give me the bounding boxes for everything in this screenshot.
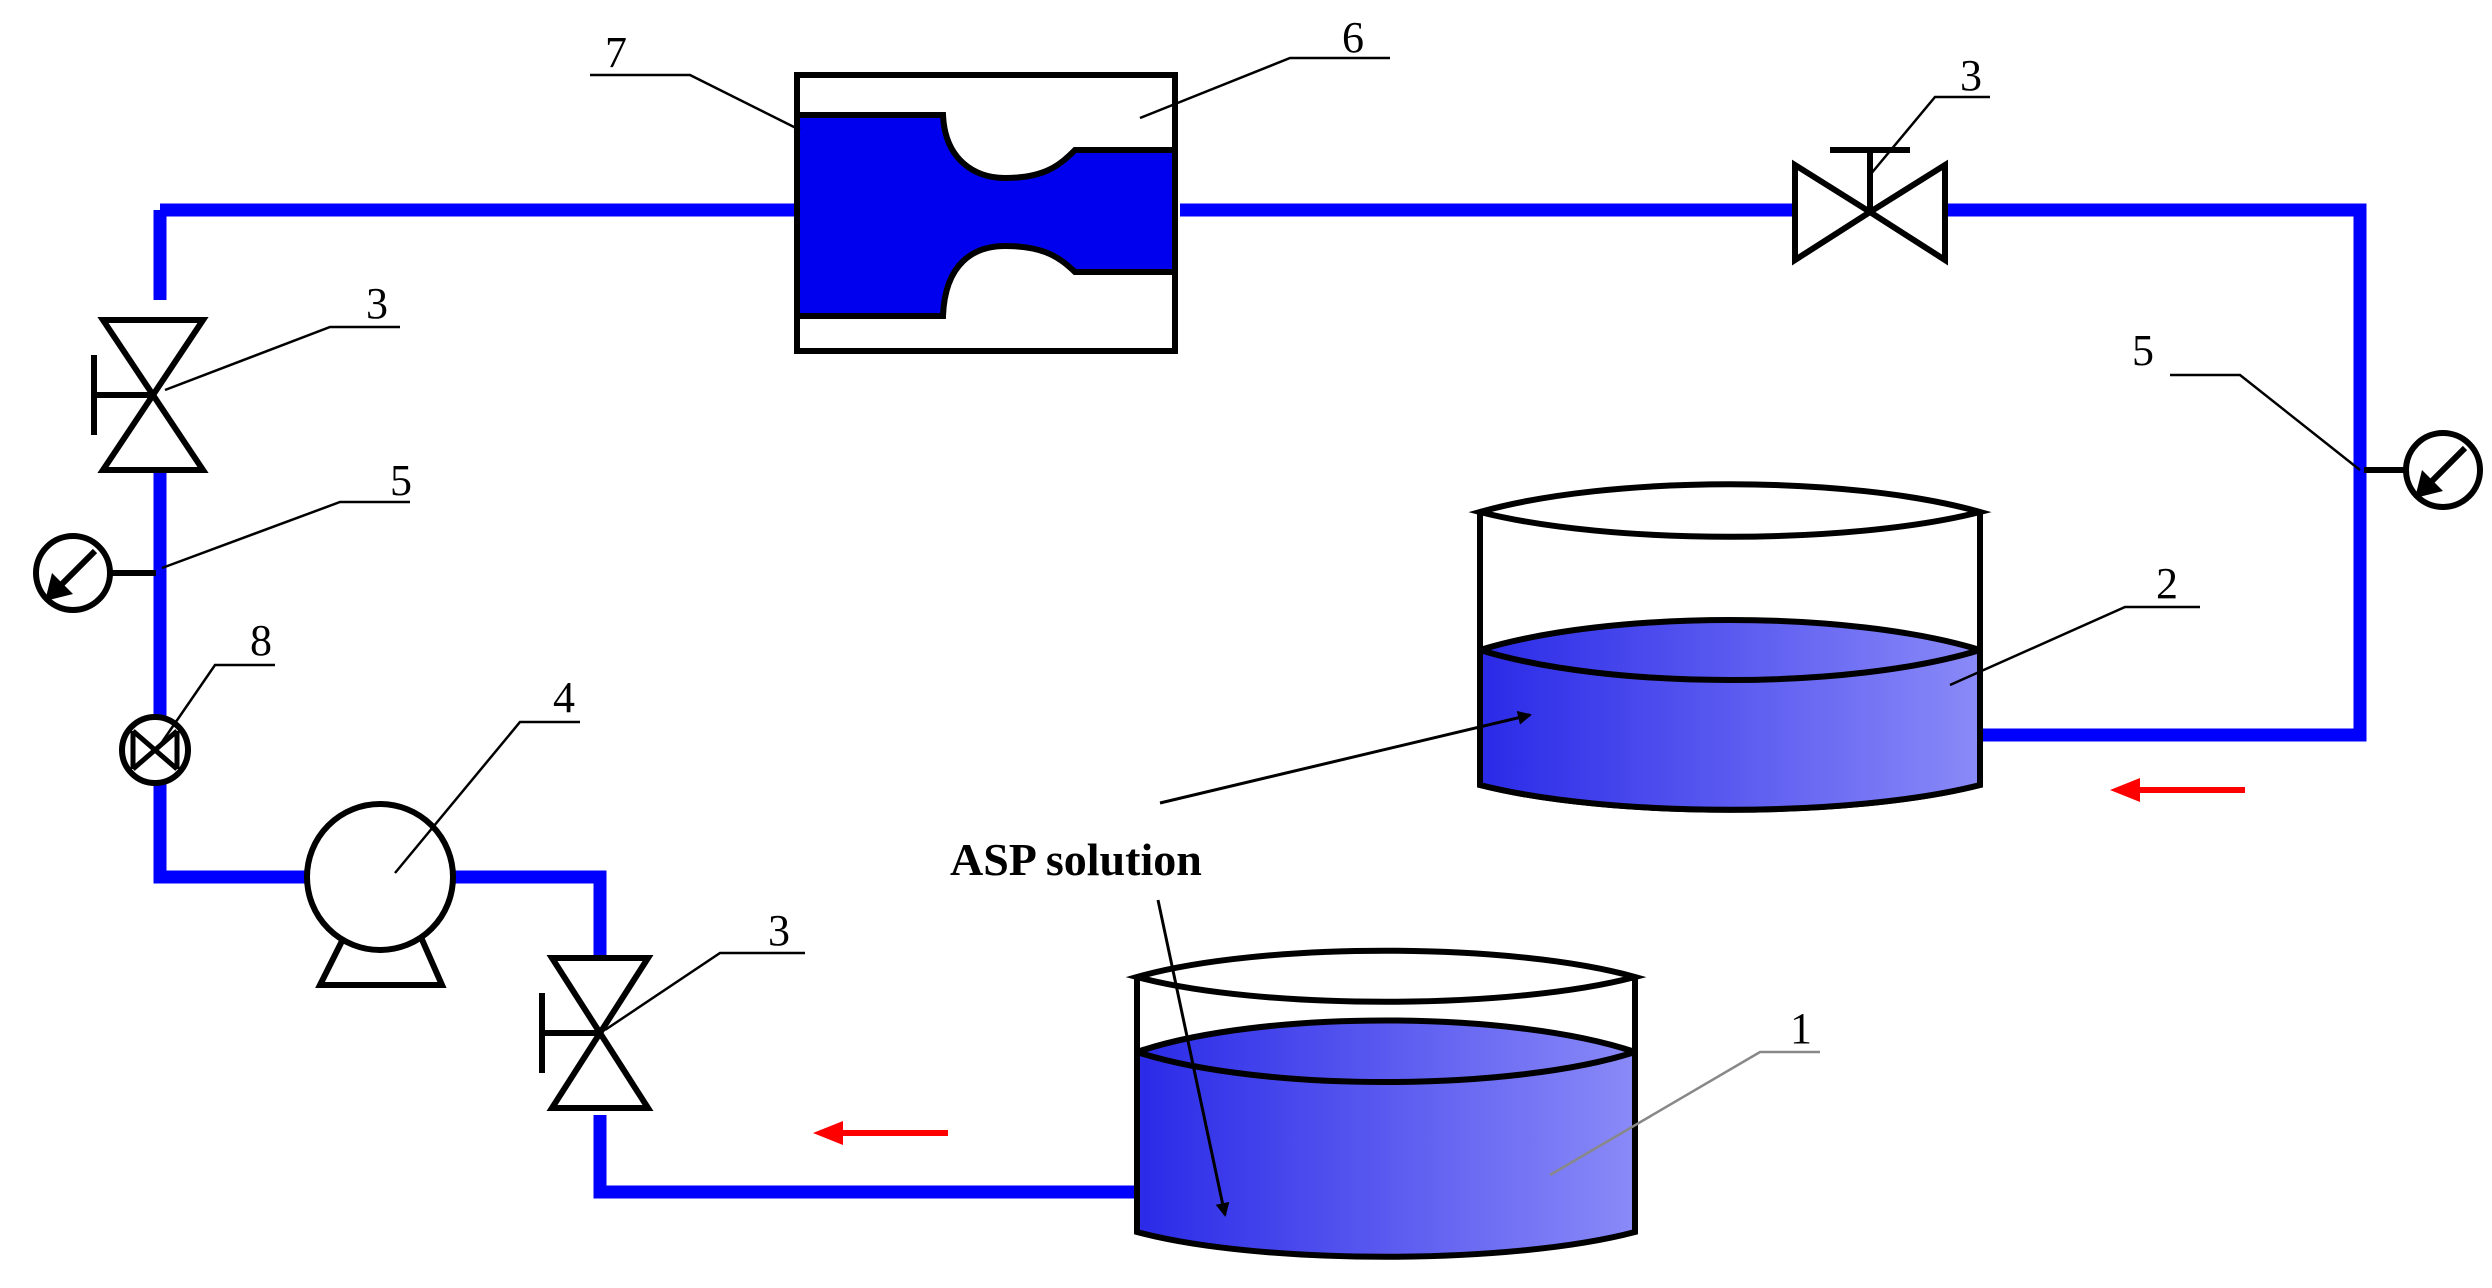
core-holder — [794, 72, 1178, 354]
label-asp-solution: ASP solution — [950, 834, 1202, 885]
pipe-top-left — [153, 203, 800, 300]
tank-upper-solution — [1480, 620, 1980, 810]
pipe-right — [1940, 203, 2367, 742]
label-pump: 4 — [553, 673, 575, 722]
asp-pointer-lines — [1156, 710, 1532, 1217]
tank-lower — [1125, 947, 1647, 1260]
tank-lower-solution — [1137, 1020, 1635, 1257]
centrifugal-pump-icon — [304, 801, 456, 988]
pressure-gauge-left-icon — [33, 533, 156, 613]
valve-left-upper-icon — [91, 317, 209, 473]
label-valve-top-right: 3 — [1960, 51, 1982, 100]
label-core-holder: 6 — [1342, 13, 1364, 62]
pipe-network — [153, 203, 2367, 1199]
label-tank-upper: 2 — [2156, 559, 2178, 608]
label-valve-left-upper: 3 — [366, 279, 388, 328]
core-sample — [794, 112, 1178, 319]
valve-lower-icon — [539, 955, 654, 1111]
component-labels: 7 6 3 3 5 5 8 4 3 2 1 ASP solution — [250, 13, 2178, 1053]
pressure-gauge-right-icon — [2364, 430, 2483, 510]
pipe-left-vertical — [153, 465, 305, 884]
label-flowmeter: 8 — [250, 616, 272, 665]
label-gauge-right: 5 — [2132, 326, 2154, 375]
pipe-bottom — [593, 1115, 1145, 1199]
pipe-pump-outlet — [450, 870, 607, 962]
label-gauge-left: 5 — [390, 456, 412, 505]
flowmeter-icon — [119, 714, 191, 786]
label-core: 7 — [605, 28, 627, 77]
tank-upper — [1468, 481, 1992, 813]
leader-lines — [158, 56, 2361, 1177]
label-tank-lower: 1 — [1790, 1004, 1812, 1053]
flow-arrow-upper-icon — [2110, 778, 2245, 802]
label-valve-lower: 3 — [768, 906, 790, 955]
valve-top-right-icon — [1792, 147, 1948, 266]
flow-arrow-lower-icon — [813, 1121, 948, 1145]
